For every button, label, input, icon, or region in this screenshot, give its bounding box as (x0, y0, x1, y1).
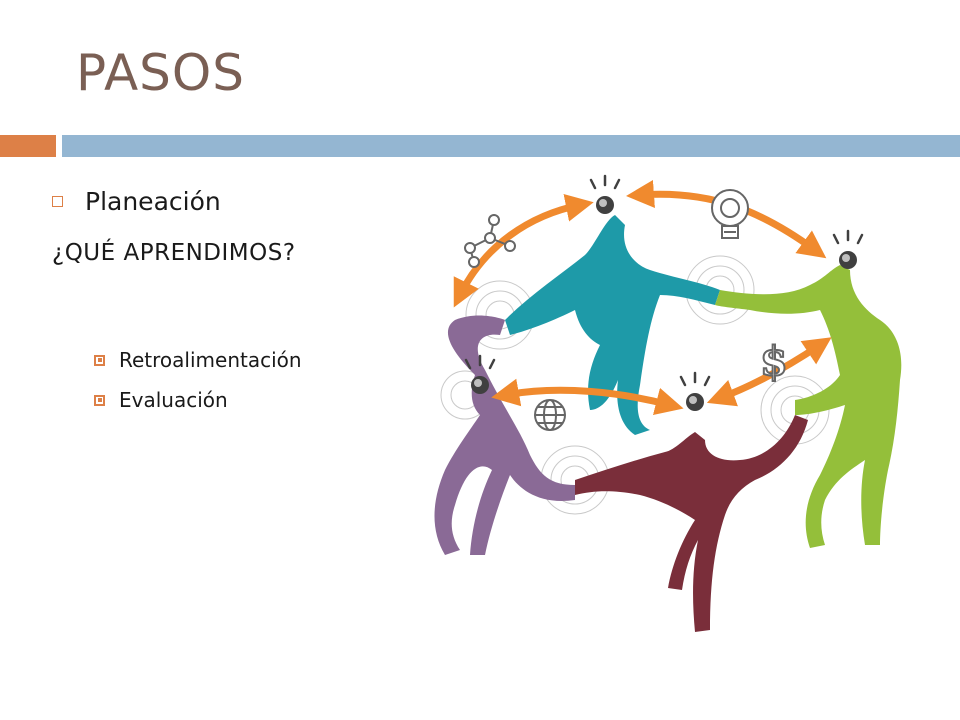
purple-figure (434, 315, 575, 555)
teal-figure (505, 196, 720, 435)
teamwork-illustration: $ (434, 174, 902, 632)
svg-text:$: $ (760, 338, 788, 385)
dollar-icon: $ (759, 337, 789, 386)
square-bullet-icon (52, 195, 63, 207)
globe-icon (534, 399, 566, 431)
title-accent-bar (0, 135, 56, 157)
sub-item-retroalimentacion: Retroalimentación (94, 340, 302, 380)
sub-item-evaluacion: Evaluación (94, 380, 302, 420)
maroon-figure (575, 393, 808, 632)
molecule-icon (464, 214, 516, 268)
lightbulb-icon (711, 189, 749, 239)
bullet-planeacion: Planeación (52, 185, 221, 217)
filled-square-bullet-icon (94, 394, 105, 406)
sub-bullet-list: Retroalimentación Evaluación (94, 340, 302, 420)
slide-title: PASOS (76, 44, 245, 102)
sub-item-text: Evaluación (119, 388, 228, 412)
green-figure (715, 251, 902, 548)
filled-square-bullet-icon (94, 354, 105, 366)
section-heading: ¿QUÉ APRENDIMOS? (52, 240, 296, 266)
bullet-text: Planeación (85, 186, 221, 216)
sub-item-text: Retroalimentación (119, 348, 302, 372)
title-divider-bar (62, 135, 960, 157)
